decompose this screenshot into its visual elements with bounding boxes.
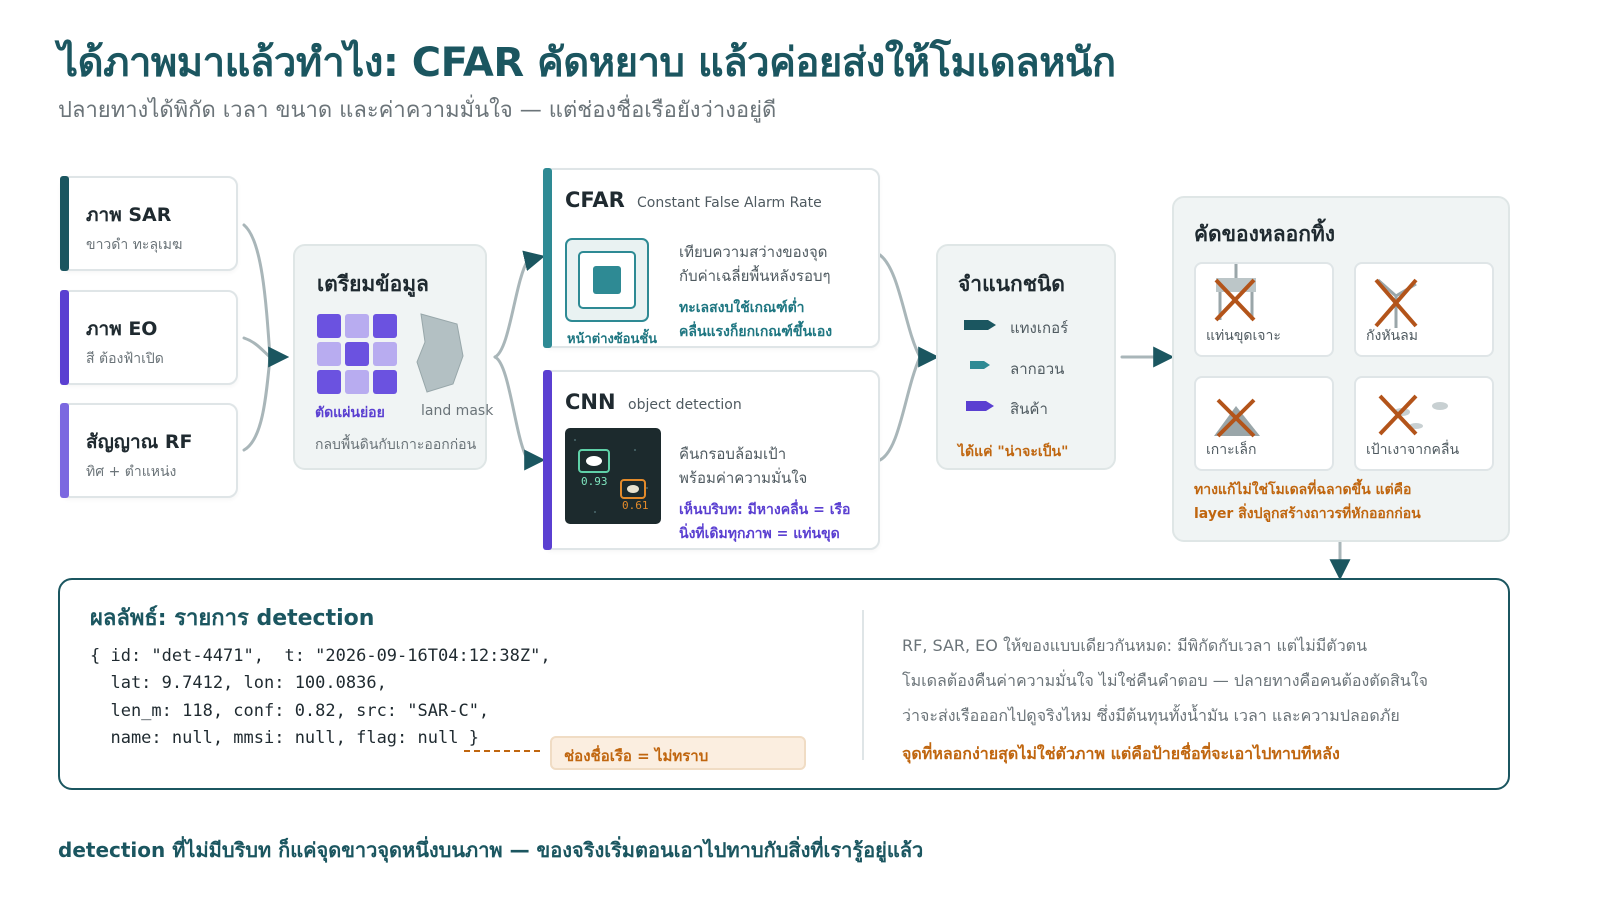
classify-item-tanker: แทงเกอร์ <box>1010 319 1069 337</box>
explain-line-1: RF, SAR, EO ให้ของแบบเดียวกันหมด: มีพิกั… <box>902 636 1368 655</box>
cnn-desc-1: คืนกรอบล้อมเป้า <box>679 445 787 463</box>
code-line-1: { id: "det-4471", t: "2026-09-16T04:12:3… <box>90 646 551 666</box>
cnn-desc-2: พร้อมค่าความมั่นใจ <box>679 469 808 487</box>
input-subtitle: ทิศ + ตำแหน่ง <box>86 464 177 480</box>
prep-title: เตรียมข้อมูล <box>317 272 429 296</box>
result-emphasis: จุดที่หลอกง่ายสุดไม่ใช่ตัวภาพ แต่คือป้าย… <box>902 744 1340 763</box>
decoys-note-1: ทางแก้ไม่ใช่โมเดลที่ฉลาดขึ้น แต่คือ <box>1194 482 1412 498</box>
cnn-note-1: เห็นบริบท: มีหางคลื่น = เรือ <box>679 502 851 518</box>
input-accent-bar <box>60 403 69 498</box>
tanker-icon <box>964 320 996 330</box>
decoy-label: เกาะเล็ก <box>1206 442 1257 458</box>
decoy-card-wind-turbine: กังหันลม <box>1354 262 1494 357</box>
result-divider <box>862 610 864 760</box>
wind-turbine-icon <box>1374 278 1418 328</box>
page-title: ได้ภาพมาแล้วทำไง: CFAR คัดหยาบ แล้วค่อยส… <box>58 40 1116 86</box>
cnn-card: CNN object detection 0.93 0.61 คืนกรอบล้… <box>543 370 880 550</box>
result-box: ผลลัพธ์: รายการ detection { id: "det-447… <box>58 578 1510 790</box>
input-card-rf: สัญญาณ RF ทิศ + ตำแหน่ง <box>60 403 238 498</box>
decoy-label: แท่นขุดเจาะ <box>1206 328 1281 344</box>
classify-title: จำแนกชนิด <box>958 272 1065 296</box>
wave-shadow-icon <box>1378 394 1448 436</box>
classify-item-cargo: สินค้า <box>1010 400 1048 418</box>
classify-panel: จำแนกชนิด แทงเกอร์ ลากอวน สินค้า ได้แค่ … <box>936 244 1116 470</box>
detection-boxes-icon <box>574 439 648 513</box>
tiles-label: ตัดแผ่นย่อย <box>315 405 385 421</box>
input-title: ภาพ EO <box>86 318 158 340</box>
decoys-title: คัดของหลอกทิ้ง <box>1194 222 1336 246</box>
decoy-card-islet: เกาะเล็ก <box>1194 376 1334 471</box>
trawler-icon <box>970 361 990 369</box>
islet-icon <box>1214 398 1260 438</box>
cfar-note-2: คลื่นแรงก็ยกเกณฑ์ขึ้นเอง <box>679 324 833 340</box>
cnn-title: CNN <box>565 390 616 414</box>
cfar-card: CFAR Constant False Alarm Rate หน้าต่างซ… <box>543 168 880 348</box>
cnn-accent-bar <box>543 370 552 550</box>
cfar-desc-2: กับค่าเฉลี่ยพื้นหลังรอบๆ <box>679 267 831 285</box>
sar-detection-thumbnail: 0.93 0.61 <box>565 428 661 524</box>
score-1: 0.93 <box>581 475 608 488</box>
oil-rig-icon <box>1214 264 1256 322</box>
cfar-subtitle: Constant False Alarm Rate <box>637 195 822 211</box>
land-mask-icon <box>416 313 464 393</box>
input-title: สัญญาณ RF <box>86 431 193 453</box>
page-subtitle: ปลายทางได้พิกัด เวลา ขนาด และค่าความมั่น… <box>58 98 777 123</box>
mask-label: land mask <box>421 403 494 419</box>
unknown-name-callout: ช่องชื่อเรือ = ไม่ทราบ <box>550 736 806 770</box>
decoys-panel: คัดของหลอกทิ้ง แท่นขุดเจาะ กังหันลม เกาะ… <box>1172 196 1510 542</box>
code-line-4: name: null, mmsi: null, flag: null } <box>90 728 479 748</box>
input-accent-bar <box>60 290 69 385</box>
decoy-card-wave-shadow: เป้าเงาจากคลื่น <box>1354 376 1494 471</box>
input-subtitle: สี ต้องฟ้าเปิด <box>86 351 164 367</box>
window-label: หน้าต่างซ้อนชั้น <box>567 332 658 347</box>
input-title: ภาพ SAR <box>86 204 172 226</box>
layered-window-icon <box>565 238 649 322</box>
footer-caption: detection ที่ไม่มีบริบท ก็แค่จุดขาวจุดหน… <box>58 838 924 862</box>
score-2: 0.61 <box>622 499 649 512</box>
classify-item-trawler: ลากอวน <box>1010 360 1065 378</box>
classify-note: ได้แค่ "น่าจะเป็น" <box>958 444 1069 460</box>
decoy-label: กังหันลม <box>1366 328 1418 344</box>
input-accent-bar <box>60 176 69 271</box>
callout-text: ช่องชื่อเรือ = ไม่ทราบ <box>564 747 709 765</box>
explain-line-2: โมเดลต้องคืนค่าความมั่นใจ ไม่ใช่คืนคำตอบ… <box>902 671 1428 690</box>
prep-note: กลบพื้นดินกับเกาะออกก่อน <box>315 437 477 453</box>
tiles-grid-icon <box>317 314 397 394</box>
decoy-label: เป้าเงาจากคลื่น <box>1366 442 1460 458</box>
cargo-icon <box>966 401 994 411</box>
decoys-note-2: layer สิ่งปลูกสร้างถาวรที่หักออกก่อน <box>1194 506 1421 522</box>
prep-panel: เตรียมข้อมูล ตัดแผ่นย่อย land mask กลบพื… <box>293 244 493 470</box>
cfar-accent-bar <box>543 168 552 348</box>
null-underline <box>464 750 540 752</box>
cfar-title: CFAR <box>565 188 625 212</box>
code-line-2: lat: 9.7412, lon: 100.0836, <box>90 673 387 693</box>
cnn-note-2: นิ่งที่เดิมทุกภาพ = แท่นขุด <box>679 526 840 542</box>
cnn-subtitle: object detection <box>628 397 742 413</box>
cfar-desc-1: เทียบความสว่างของจุด <box>679 243 828 261</box>
decoy-card-oil-rig: แท่นขุดเจาะ <box>1194 262 1334 357</box>
input-card-sar: ภาพ SAR ขาวดำ ทะลุเมฆ <box>60 176 238 271</box>
result-title: ผลลัพธ์: รายการ detection <box>90 606 375 631</box>
input-subtitle: ขาวดำ ทะลุเมฆ <box>86 237 183 253</box>
input-card-eo: ภาพ EO สี ต้องฟ้าเปิด <box>60 290 238 385</box>
cfar-note-1: ทะเลสงบใช้เกณฑ์ต่ำ <box>679 300 805 316</box>
code-line-3: len_m: 118, conf: 0.82, src: "SAR-C", <box>90 701 490 721</box>
explain-line-3: ว่าจะส่งเรือออกไปดูจริงไหม ซึ่งมีต้นทุนท… <box>902 706 1400 725</box>
